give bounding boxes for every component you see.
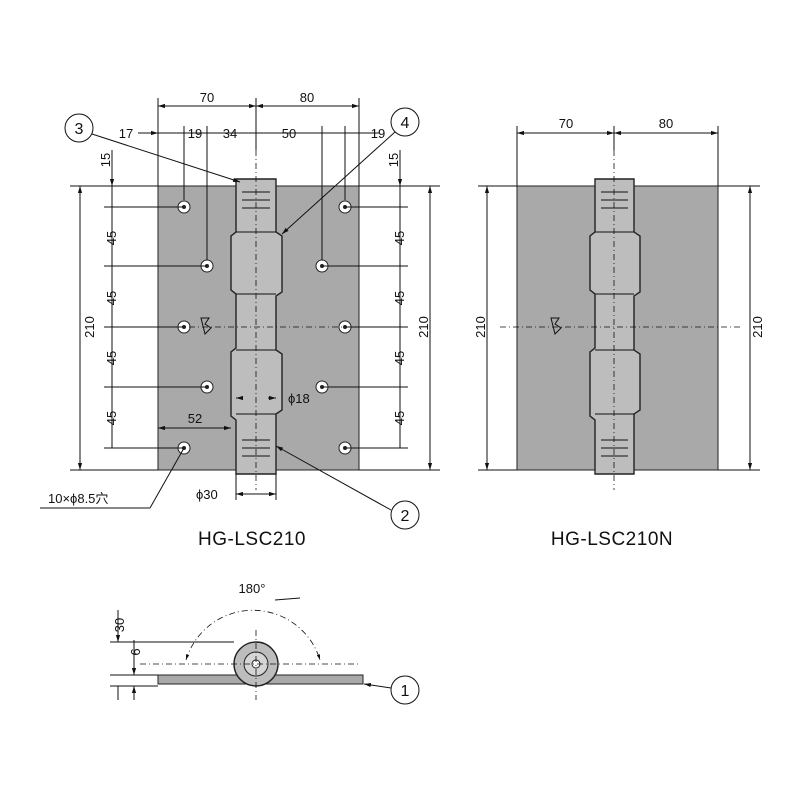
dim-15-left: 15 xyxy=(98,153,113,167)
dim-180-deg: 180° xyxy=(239,581,266,596)
spring-tab xyxy=(200,317,212,335)
dim-phi18: ϕ18 xyxy=(288,391,310,406)
dim-45-right-3: 45 xyxy=(392,351,407,365)
dim-45-right-1: 45 xyxy=(392,231,407,245)
model-title-n: HG-LSC210N xyxy=(551,529,673,550)
callout-2 xyxy=(390,500,420,530)
dim-phi30: ϕ30 xyxy=(196,487,218,502)
callout-4 xyxy=(390,107,420,137)
holes-note: 10×ϕ8.5穴 xyxy=(48,491,108,506)
knuckle xyxy=(230,178,283,475)
dim-50: 50 xyxy=(282,126,296,141)
dim-45-right-4: 45 xyxy=(392,411,407,425)
front-view-n-type: 70 80 210 210 HG-LSC210N xyxy=(473,116,765,550)
dim-45-left-4: 45 xyxy=(104,411,119,425)
dim-15-right: 15 xyxy=(386,153,401,167)
callout-4-label: 4 xyxy=(401,115,410,132)
dim-45-left-2: 45 xyxy=(104,291,119,305)
callout-3 xyxy=(64,113,94,143)
dim-6-side: 6 xyxy=(128,648,143,655)
dim-210-left: 210 xyxy=(82,316,97,338)
dim-80-n: 80 xyxy=(659,116,673,131)
callout-1-label: 1 xyxy=(401,683,410,700)
dim-34: 34 xyxy=(223,126,237,141)
callout-2-label: 2 xyxy=(401,508,410,525)
knuckle-n xyxy=(589,178,641,475)
dim-70: 70 xyxy=(200,90,214,105)
dim-19-left: 19 xyxy=(188,126,202,141)
dim-45-right-2: 45 xyxy=(392,291,407,305)
dim-80: 80 xyxy=(300,90,314,105)
dim-17: 17 xyxy=(119,126,133,141)
dim-45-left-1: 45 xyxy=(104,231,119,245)
callout-1 xyxy=(390,675,420,705)
model-title-standard: HG-LSC210 xyxy=(198,529,306,550)
dim-210-n-left: 210 xyxy=(473,316,488,338)
callout-3-label: 3 xyxy=(75,121,84,138)
side-view: 180° 30 6 1 xyxy=(110,581,420,705)
dim-19-right: 19 xyxy=(371,126,385,141)
dim-52: 52 xyxy=(188,411,202,426)
dim-70-n: 70 xyxy=(559,116,573,131)
dim-210-n-right: 210 xyxy=(750,316,765,338)
dim-45-left-3: 45 xyxy=(104,351,119,365)
front-view-standard: 70 80 17 19 34 50 19 210 15 45 45 45 45 xyxy=(40,90,440,550)
dim-210-right: 210 xyxy=(416,316,431,338)
dim-30-side: 30 xyxy=(112,618,127,632)
